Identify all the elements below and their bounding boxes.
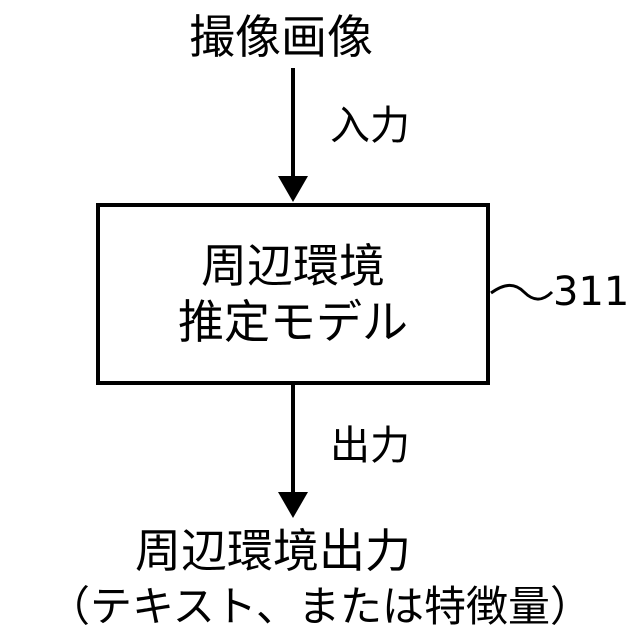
input-image-label: 撮像画像 — [189, 14, 373, 60]
output-label: 周辺環境出力 — [135, 528, 411, 574]
output-arrow-label: 出力 — [330, 426, 410, 466]
input-arrow — [278, 68, 308, 202]
model-name-line2: 推定モデル — [178, 294, 408, 350]
model-name-line1: 周辺環境 — [201, 238, 385, 294]
output-sublabel: （テキスト、または特徴量） — [0, 586, 640, 628]
reference-number: 311 — [553, 272, 629, 312]
output-arrow — [278, 385, 308, 518]
estimation-model-box: 周辺環境 推定モデル — [96, 203, 490, 385]
input-arrow-label: 入力 — [330, 106, 410, 146]
reference-leader-line — [491, 285, 552, 299]
